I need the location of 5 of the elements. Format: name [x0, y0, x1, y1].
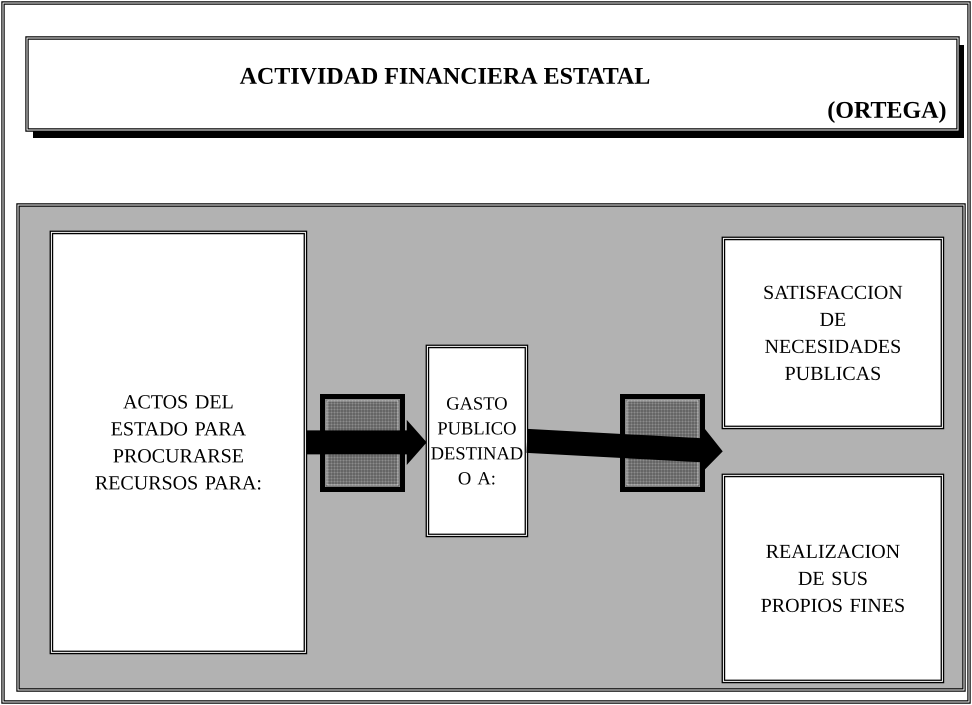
text-box: GASTO PUBLICO DESTINAD O A: [426, 344, 528, 538]
title-box: ACTIVIDAD FINANCIERA ESTATAL (ORTEGA) [25, 36, 964, 138]
text-box: SATISFACCION DE NECESIDADES PUBLICAS [722, 236, 944, 430]
text-box: REALIZACION DE SUS PROPIOS FINES [722, 474, 944, 684]
text-box: ACTOS DEL ESTADO PARA PROCURARSE RECURSOS PARA: [50, 230, 308, 654]
